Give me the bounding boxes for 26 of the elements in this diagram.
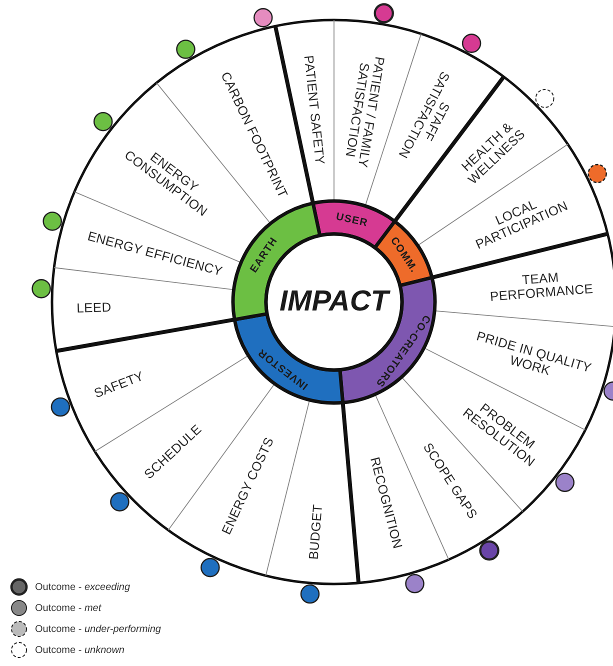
outcome-dot: [300, 584, 320, 604]
legend-text: Outcome - unknown: [35, 644, 124, 656]
outcome-dot: [200, 558, 220, 578]
legend-text: Outcome - met: [35, 602, 102, 614]
outcome-dot: [253, 8, 273, 28]
outcome-dot: [405, 574, 424, 594]
center-title: IMPACT: [280, 286, 388, 318]
segment-label: PATIENT SAFETY: [299, 34, 329, 186]
outcome-dot: [374, 3, 394, 24]
outcome-dot: [176, 40, 196, 59]
outcome-dot: [93, 112, 113, 132]
outcome-dot: [42, 212, 62, 231]
segment-label: TEAM PERFORMANCE: [480, 266, 602, 304]
outcome-dot: [588, 164, 607, 184]
category-label: USER: [335, 210, 370, 229]
segment-label: BUDGET: [306, 494, 326, 570]
outcome-dot: [110, 492, 130, 512]
outcome-dot: [32, 279, 51, 298]
outcome-dot: [555, 472, 575, 492]
legend-text: Outcome - exceeding: [35, 582, 130, 592]
legend-text: Outcome - under-performing: [35, 624, 161, 634]
outcome-dot: [479, 540, 500, 561]
segment-label: LEED: [66, 300, 122, 316]
outcome-dot: [535, 88, 554, 108]
outcome-dot: [50, 397, 70, 417]
outcome-dot: [462, 34, 482, 53]
